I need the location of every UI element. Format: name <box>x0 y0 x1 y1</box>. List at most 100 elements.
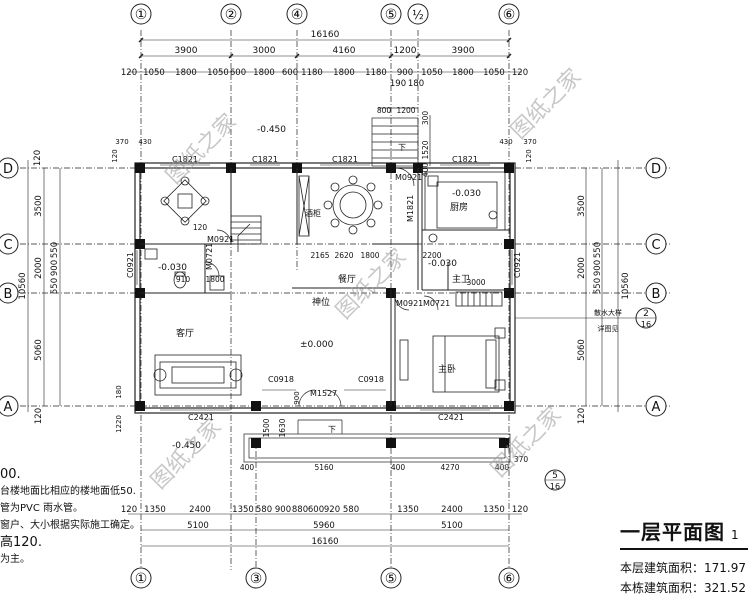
dim-right: 550 <box>593 242 603 258</box>
section-callout-5: 5 16 <box>544 469 566 491</box>
dim-top-r1: 3900 <box>452 46 475 56</box>
door-label: M0721 <box>423 299 450 308</box>
door-label: M0721 <box>205 243 214 270</box>
callout-num: 2 <box>643 309 649 319</box>
window-label: C0921 <box>126 252 135 278</box>
axis-label-bottom: ① <box>135 571 148 587</box>
window-label: C1821 <box>172 155 198 164</box>
axis-label-top: ④ <box>291 7 304 23</box>
dim-bot-r1: 2400 <box>441 505 463 515</box>
dim-bot-total: 16160 <box>311 537 338 547</box>
dim-top-r1: 4160 <box>333 46 356 56</box>
dim-porch: 4270 <box>440 463 459 472</box>
dim-misc: 430 <box>499 138 512 146</box>
dim-left: 550 <box>50 242 60 258</box>
axis-bubbles-top: ① ② ④ ⑤ ½ ⑥ <box>130 3 520 25</box>
dim-porch: 5160 <box>314 463 333 472</box>
room-altar: 神位 <box>312 296 330 308</box>
porch <box>243 419 511 463</box>
dim-bot-r2: 5100 <box>441 521 463 531</box>
dim-right: 2000 <box>577 257 587 279</box>
dim-bot-r1: 1350 <box>397 505 419 515</box>
dim-bot-r1: 900 <box>275 505 291 515</box>
room-wine: 酒柜 <box>305 208 321 218</box>
dim-interior: 1800 <box>360 251 379 260</box>
window-label: C0918 <box>268 375 294 384</box>
porch-down-label: 下 <box>328 425 336 434</box>
design-notes: 00. 台楼地面比相应的楼地面低50. 管为PVC 雨水管。 窗户、大小根据实际… <box>0 466 160 568</box>
dim-interior: 2620 <box>334 251 353 260</box>
dim-interior: 1800 <box>205 275 224 284</box>
window-label: C1821 <box>332 155 358 164</box>
dim-left: 550 <box>50 278 60 294</box>
window-label: C0918 <box>358 375 384 384</box>
dim-misc: 120 <box>525 149 533 162</box>
dim-top-r1: 3900 <box>175 46 198 56</box>
room-living: 客厅 <box>176 327 194 339</box>
dim-interior: 120 <box>193 223 208 232</box>
entrance-stair <box>371 107 431 167</box>
dim-top-r2: 600 <box>230 68 246 78</box>
axis-label-right: A <box>652 400 661 415</box>
dim-top-r2: 1180 <box>301 68 323 78</box>
dim-bot-r1: 120 <box>512 505 528 515</box>
sofa-set-icon <box>153 354 243 396</box>
dim-bot-r1: 580 <box>256 505 272 515</box>
axis-label-top: ② <box>225 7 238 23</box>
stair-down-label: 下 <box>398 143 406 152</box>
elev-main: ±0.000 <box>300 340 334 350</box>
dim-left: 120 <box>33 150 43 166</box>
callout-den: 16 <box>550 482 560 491</box>
dim-top-r2: 1050 <box>207 68 229 78</box>
callout-detail-label: 详图见 <box>598 324 619 333</box>
section-callout-2: 2 16 散水大样 详图见 <box>515 307 657 333</box>
axis-label-bottom: ⑤ <box>385 571 398 587</box>
wardrobe-icon <box>399 291 503 381</box>
dim-top-r2: 1050 <box>143 68 165 78</box>
note-line: 为主。 <box>0 554 30 565</box>
dim-misc: 1220 <box>115 415 123 433</box>
dim-bot-r1: 1350 <box>232 505 254 515</box>
title-underline <box>620 548 748 550</box>
dim-porch: 400 <box>240 463 255 472</box>
door-label: M0921 <box>396 299 423 308</box>
dim-right-total: 10560 <box>621 272 631 299</box>
dim-misc: 370 <box>115 138 128 146</box>
porch-columns <box>251 438 509 448</box>
bed-icon <box>432 327 506 393</box>
dim-bot-r1: 600 <box>308 505 324 515</box>
bathroom-fixtures-icon <box>144 248 225 291</box>
dim-stair: 1520 <box>421 140 430 159</box>
window-label: C2421 <box>188 413 214 422</box>
dim-left: 3500 <box>34 195 44 217</box>
axis-label-bottom: ⑥ <box>503 571 516 587</box>
axis-label-top: ½ <box>412 8 424 22</box>
room-master-bath: 主卫 <box>452 273 470 285</box>
door-label: M0921 <box>395 173 422 182</box>
dim-bot-r2: 5960 <box>313 521 335 531</box>
dim-top-r2: 120 <box>121 68 137 78</box>
window-label: C2421 <box>438 413 464 422</box>
tea-table-icon <box>160 176 210 226</box>
dim-bot-r1: 920 <box>324 505 340 515</box>
axis-label-top: ⑥ <box>503 7 516 23</box>
note-line: 台楼地面比相应的楼地面低50. <box>0 486 136 497</box>
dim-top-total: 16160 <box>311 30 340 40</box>
dining-table-icon <box>323 175 383 235</box>
dim-top-sub: 190 <box>390 79 406 89</box>
dim-bot-r2: 5100 <box>187 521 209 531</box>
watermark-text: 图纸之家 <box>162 109 242 189</box>
window-label: C1821 <box>452 155 478 164</box>
axis-label-right: C <box>651 238 660 253</box>
wine-cabinet-icon <box>298 175 310 237</box>
dim-bot-r1: 580 <box>343 505 359 515</box>
window-marks <box>136 164 513 411</box>
total-area: 本栋建筑面积：321.52 <box>620 581 746 595</box>
dim-bot-r1: 120 <box>121 505 137 515</box>
dim-stair: 1200 <box>396 106 415 115</box>
dim-left-total: 10560 <box>18 272 28 299</box>
dim-left: 2000 <box>34 257 44 279</box>
elev-kitchen: -0.030 <box>452 189 481 199</box>
